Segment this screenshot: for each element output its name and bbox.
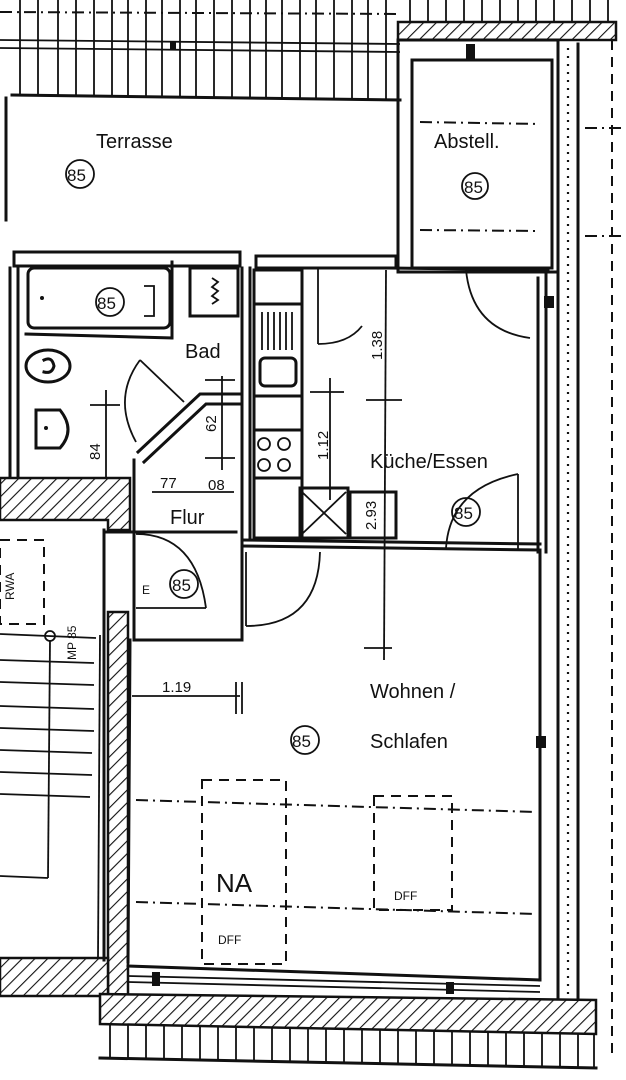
room-label-wohnen-1: Wohnen / xyxy=(370,681,456,703)
dff-right-label: DFF xyxy=(394,889,417,903)
room-code-bad: 85 xyxy=(97,294,116,313)
room-code-terrasse: 85 xyxy=(67,166,86,185)
room-label-terrasse: Terrasse xyxy=(96,131,173,153)
dim-2-93: 2.93 xyxy=(363,501,380,530)
room-wohnen: 1.19 Wohnen / Schlafen 85 NA DFF DFF xyxy=(126,548,546,994)
kitchen-counter: 2.93 1.12 xyxy=(252,268,398,540)
dim-77: 77 xyxy=(160,475,177,492)
room-code-kueche: 85 xyxy=(454,504,473,523)
room-label-wohnen-2: Schlafen xyxy=(370,731,448,753)
room-label-abstell: Abstell. xyxy=(434,131,500,153)
room-label-flur: Flur xyxy=(170,507,205,529)
room-code-abstell: 85 xyxy=(464,178,483,197)
roof-grid-top xyxy=(0,0,609,102)
dff-left-label: DFF xyxy=(218,933,241,947)
room-kueche: 1.38 Küche/Essen 85 xyxy=(317,266,554,661)
dim-08: 08 xyxy=(208,477,225,494)
bottom-wall xyxy=(98,992,598,1070)
na-label: NA xyxy=(216,868,253,898)
room-code-wohnen: 85 xyxy=(292,732,311,751)
flur-mark: E xyxy=(142,583,150,597)
stair-mark: MP 85 xyxy=(65,625,79,660)
dim-1-12: 1.12 xyxy=(315,431,332,460)
room-abstell: Abstell. 85 xyxy=(434,131,500,200)
rwa-label: RWA xyxy=(3,573,17,600)
room-label-bad: Bad xyxy=(185,341,221,363)
room-label-kueche: Küche/Essen xyxy=(370,451,488,473)
dim-1-38: 1.38 xyxy=(369,331,386,360)
dim-84: 84 xyxy=(87,443,104,460)
room-code-flur: 85 xyxy=(172,576,191,595)
bathroom-walls: 85 84 Bad 62 xyxy=(8,250,398,642)
room-terrasse: Terrasse 85 xyxy=(4,96,173,222)
dim-1-19: 1.19 xyxy=(162,679,191,696)
room-flur: 77 08 Flur E 85 xyxy=(102,458,542,642)
abstell-room-walls xyxy=(396,20,626,1060)
dim-62: 62 xyxy=(203,415,220,432)
stair-core: RWA MP 85 xyxy=(0,476,132,998)
